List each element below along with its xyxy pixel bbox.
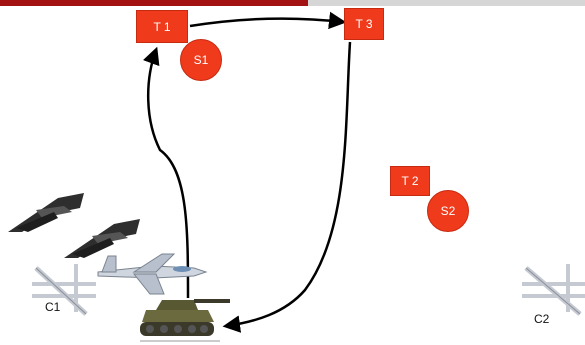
- target-t2: T 2: [390, 166, 430, 196]
- target-t1: T 1: [136, 10, 188, 43]
- site-s1-label: S1: [193, 53, 209, 67]
- checkpoint-c1-label: C1: [45, 300, 61, 314]
- checkpoint-c2-label: C2: [534, 312, 550, 326]
- route-t1-to-t3: [189, 11, 347, 30]
- site-s2-label: S2: [440, 204, 456, 218]
- stealth-bomber-icon: [8, 193, 84, 232]
- site-s2: S2: [427, 190, 469, 232]
- stealth-bomber-icon: [64, 219, 140, 258]
- target-t3-label: T 3: [355, 17, 373, 31]
- header-bar: [0, 0, 585, 6]
- header-strip: [308, 0, 585, 6]
- barrier-icon: [522, 264, 585, 316]
- target-t3: T 3: [344, 8, 384, 40]
- barrier-icon: [32, 264, 96, 316]
- site-s1: S1: [180, 39, 222, 81]
- fighter-jet-icon: [97, 253, 208, 295]
- route-base-to-t1: [142, 46, 190, 299]
- target-t2-label: T 2: [401, 174, 419, 188]
- header-accent: [0, 0, 308, 6]
- target-t1-label: T 1: [153, 19, 171, 34]
- route-t3-to-base: [222, 41, 352, 333]
- tank-icon: [140, 299, 230, 342]
